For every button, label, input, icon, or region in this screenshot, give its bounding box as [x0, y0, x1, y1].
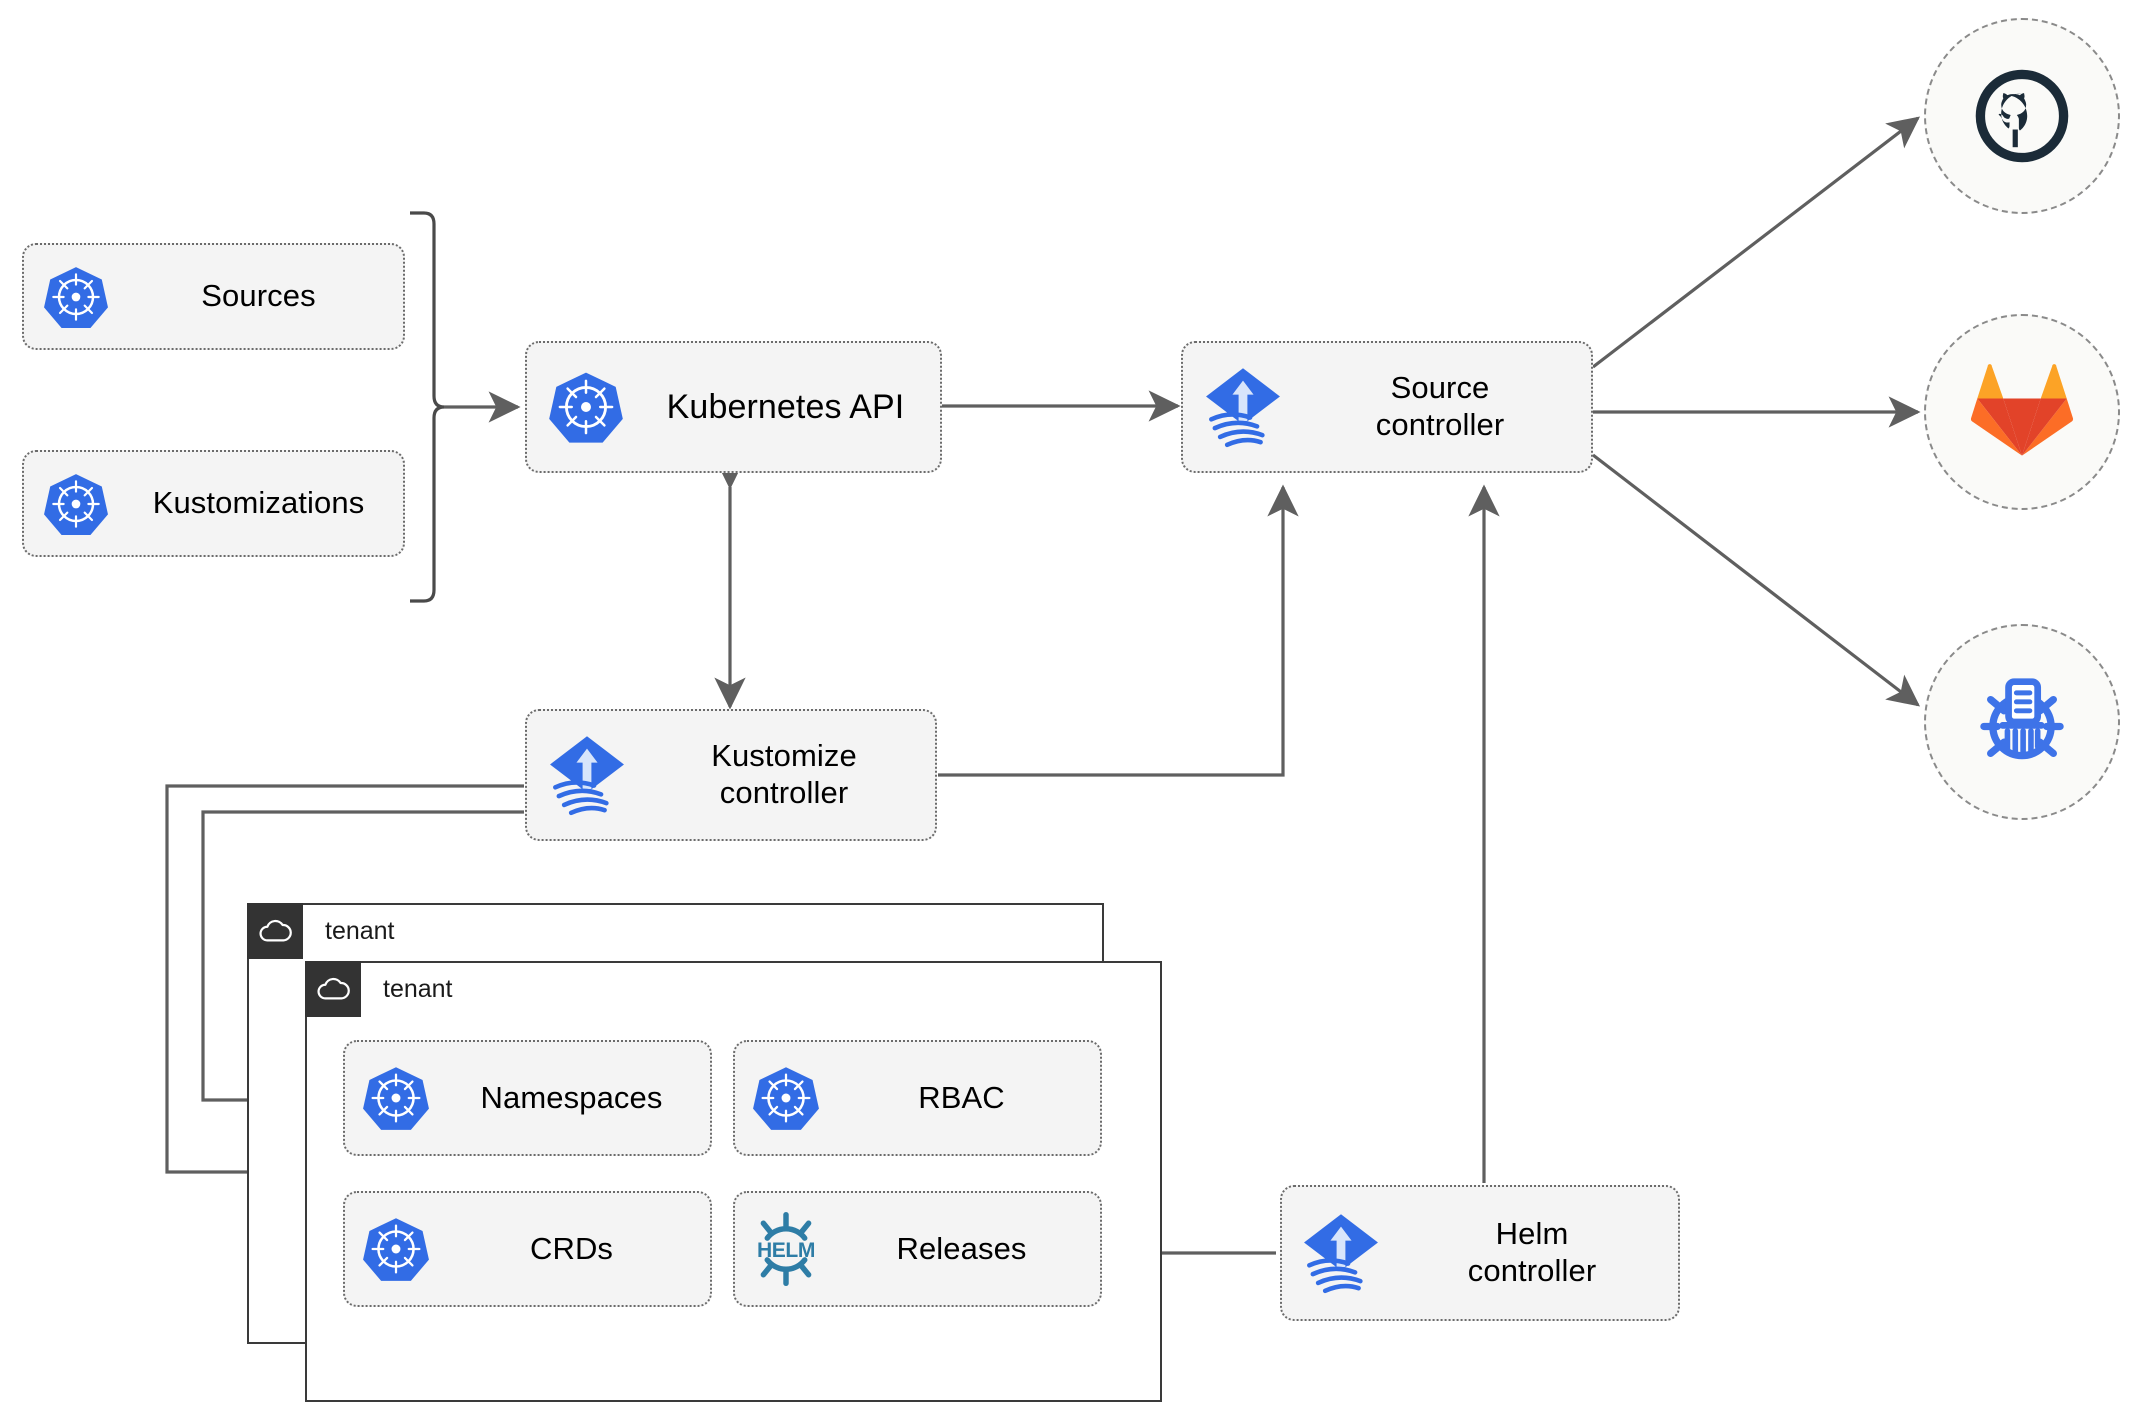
node-kustomize-controller[interactable]: Kustomize controller: [525, 709, 937, 841]
group-bracket: [410, 211, 445, 603]
tenant-frame-front[interactable]: [305, 961, 1162, 1402]
flux-icon: [527, 731, 647, 819]
node-label: Kubernetes API: [666, 387, 905, 426]
provider-gitlab[interactable]: [1924, 314, 2120, 510]
node-crds[interactable]: CRDs: [343, 1191, 712, 1307]
node-label: Kustomizations: [152, 485, 365, 521]
node-label: Sources: [201, 278, 316, 314]
node-sources[interactable]: Sources: [22, 243, 405, 350]
cloud-icon: [305, 961, 361, 1017]
node-label-line1: Helm: [1495, 1216, 1569, 1252]
node-releases[interactable]: HELM Releases: [733, 1191, 1102, 1307]
node-label-line2: controller: [719, 775, 849, 810]
kubernetes-icon: [345, 1215, 447, 1283]
node-source-controller[interactable]: Source controller: [1181, 341, 1593, 473]
kubernetes-icon: [24, 471, 128, 537]
provider-helm-repository[interactable]: [1924, 624, 2120, 820]
node-namespaces[interactable]: Namespaces: [343, 1040, 712, 1156]
node-kubernetes-api[interactable]: Kubernetes API: [525, 341, 942, 473]
edge-kustomize-to-source: [938, 484, 1299, 777]
node-rbac[interactable]: RBAC: [733, 1040, 1102, 1156]
node-label: Helm controller: [1400, 1216, 1678, 1289]
node-label: Namespaces: [480, 1079, 663, 1115]
helm-icon: HELM: [735, 1210, 837, 1288]
helm-repository-icon: [1980, 678, 2064, 760]
gitlab-icon: [1970, 364, 2074, 456]
node-label: RBAC: [918, 1079, 1005, 1115]
flux-icon: [1183, 363, 1303, 451]
provider-github[interactable]: [1924, 18, 2120, 214]
svg-text:HELM: HELM: [757, 1239, 815, 1262]
cloud-icon: [247, 903, 303, 959]
node-label-line2: controller: [1467, 1253, 1597, 1288]
kubernetes-icon: [345, 1064, 447, 1132]
kubernetes-icon: [24, 264, 128, 330]
edge-source-to-helmrepo: [1592, 453, 1921, 707]
flux-icon: [1282, 1209, 1400, 1297]
tenant-header-front: tenant: [305, 961, 453, 1017]
node-label-line1: Source: [1390, 370, 1490, 406]
tenant-header-back: tenant: [247, 903, 395, 959]
kubernetes-icon: [527, 369, 645, 445]
node-helm-controller[interactable]: Helm controller: [1280, 1185, 1680, 1321]
node-label: Kustomize controller: [647, 738, 935, 811]
node-label-line2: controller: [1375, 407, 1505, 442]
kubernetes-icon: [735, 1064, 837, 1132]
github-icon: [1975, 69, 2069, 163]
node-label: Source controller: [1303, 370, 1591, 443]
node-kustomizations[interactable]: Kustomizations: [22, 450, 405, 557]
edge-source-to-github: [1592, 116, 1921, 369]
node-label-line1: Kustomize: [711, 738, 857, 774]
tenant-label: tenant: [325, 916, 395, 945]
tenant-label: tenant: [383, 974, 453, 1003]
node-label: Releases: [896, 1230, 1027, 1266]
node-label: CRDs: [529, 1230, 614, 1266]
